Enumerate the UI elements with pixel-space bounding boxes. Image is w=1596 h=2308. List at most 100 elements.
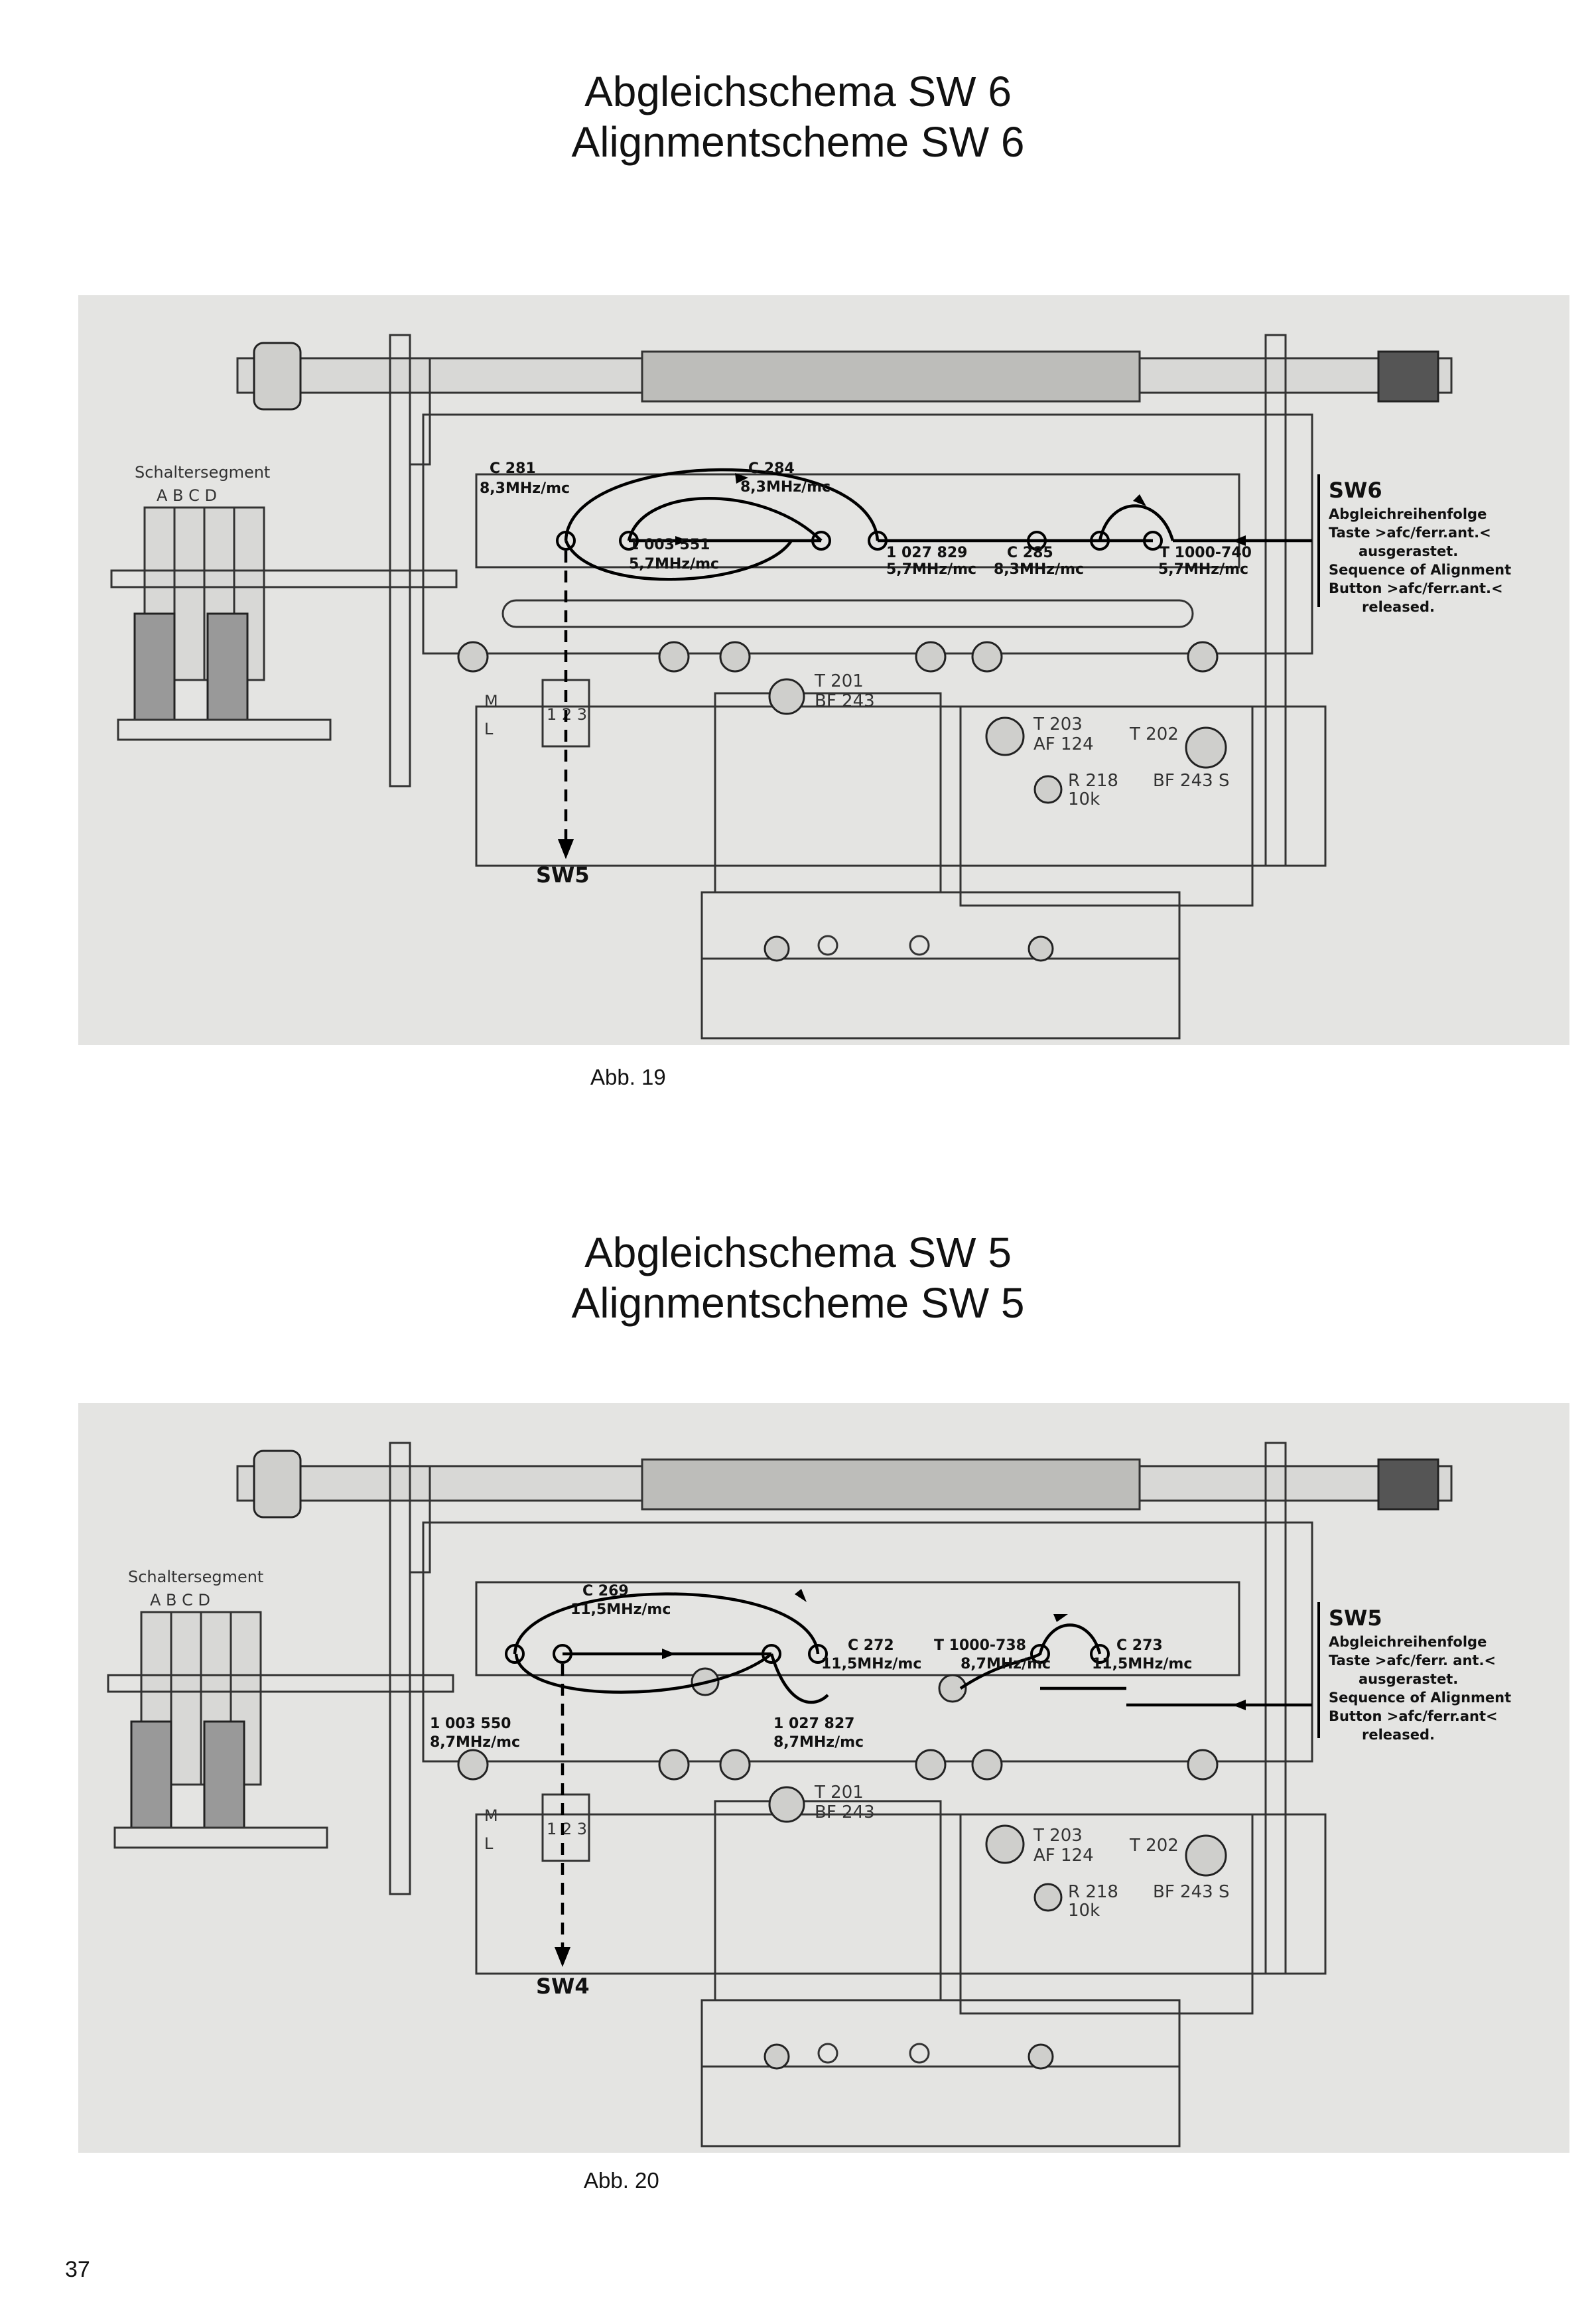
figure2-1027827-freq: 8,7MHz/mc (773, 1734, 864, 1751)
figure1-c284-freq: 8,3MHz/mc (740, 479, 831, 496)
figure2-switch-l: L (484, 1834, 494, 1853)
figure1-screws (457, 641, 1227, 962)
figure1-c285-ref: C 285 (1007, 545, 1053, 561)
figure1-r218-value: 10k (1068, 789, 1100, 809)
figure1-t202-label: T 202 (1129, 724, 1179, 744)
figure1-path-loop-bottom (564, 539, 793, 581)
figure1-title: Abgleichschema SW 6 Alignmentscheme SW 6 (0, 66, 1596, 167)
figure2-title-de: Abgleichschema SW 5 (584, 1229, 1012, 1276)
figure1-alignment-path: SW5 (536, 468, 1312, 888)
figure1-arrow-in (1232, 535, 1246, 546)
figure1-path-loop-inner (627, 497, 823, 542)
figure2-c269-freq: 11,5MHz/mc (570, 1601, 671, 1618)
figure1-t201-type: BF 243 (815, 691, 875, 711)
figure2-path-loop-bottom (514, 1653, 773, 1694)
figure2-legend-head: SW5 (1329, 1605, 1382, 1631)
figure1-path-loop-right (1098, 504, 1175, 541)
figure2-next-band-label: SW4 (536, 1974, 590, 1999)
figure2-alignment-path: SW4 (505, 1589, 1312, 1999)
figure2-t201-transistor (768, 1786, 805, 1823)
figure2-switch-segment: Schaltersegment A B C D (107, 1568, 454, 1849)
figure1-t201-transistor (768, 678, 805, 715)
figure2-1003550-freq: 8,7MHz/mc (430, 1734, 520, 1751)
figure1-ferrite-rod (236, 342, 1453, 466)
figure2-switch-pins: 1 2 3 (547, 1820, 587, 1838)
figure1-t203-label: T 203 (1033, 714, 1083, 734)
figure1-segment-label: Schaltersegment (135, 463, 270, 482)
figure2-c272-freq: 11,5MHz/mc (821, 1656, 921, 1672)
figure1-t1000-740-ref: T 1000-740 (1160, 545, 1252, 561)
figure1-1003551-ref: 1 003 551 (629, 537, 710, 553)
figure2-arrow-in (1232, 1700, 1246, 1710)
figure2-t203-transistor (985, 1824, 1025, 1864)
figure1-1027829-freq: 5,7MHz/mc (886, 561, 976, 578)
figure1-1027829-ref: 1 027 829 (886, 545, 967, 561)
figure1-component-labels: T 201 BF 243 T 203 AF 124 T 202 BF 243 S… (814, 671, 1229, 809)
figure1-next-band-label: SW5 (536, 862, 590, 888)
figure1-t1000-740-freq: 5,7MHz/mc (1158, 561, 1248, 578)
figure2-1003550-ref: 1 003 550 (430, 1716, 511, 1732)
figure2-legend-line1: Abgleichreihenfolge (1329, 1634, 1487, 1650)
figure2-segment-label: Schaltersegment (128, 1568, 263, 1586)
figure2-t203-label: T 203 (1033, 1826, 1083, 1846)
figure2-legend-line5: Button >afc/ferr.ant< (1329, 1708, 1498, 1724)
figure1-photo-background (78, 295, 1569, 1045)
figure1-t203-type: AF 124 (1033, 734, 1094, 754)
figure2-photo-background (78, 1403, 1569, 2153)
figure1-c285-freq: 8,3MHz/mc (994, 561, 1084, 578)
figure2-path-loop-top (513, 1592, 820, 1655)
figure2-point-1003550 (505, 1644, 525, 1664)
figure2-diagram: Schaltersegment A B C D T 201 BF 243 T 2… (78, 1403, 1569, 2153)
figure2-t201-type: BF 243 (815, 1802, 875, 1822)
figure2-t202-transistor (1185, 1834, 1227, 1877)
figure1-1003551-freq: 5,7MHz/mc (629, 556, 719, 573)
figure1-legend-line6: released. (1362, 599, 1435, 615)
figure1-point-c285 (1027, 531, 1047, 551)
figure2-r218-potentiometer (1033, 1883, 1063, 1912)
figure2-legend: SW5 Abgleichreihenfolge Taste >afc/ferr.… (1317, 1602, 1511, 1743)
figure2-t201-label: T 201 (814, 1783, 864, 1802)
figure1-legend-line1: Abgleichreihenfolge (1329, 506, 1487, 522)
figure1-t202-transistor (1185, 726, 1227, 769)
figure2-ferrite-rod (236, 1450, 1453, 1574)
figure1-chassis (389, 334, 1327, 1040)
figure2-legend-line2: Taste >afc/ferr. ant.< (1329, 1653, 1496, 1668)
figure2-t202-label: T 202 (1129, 1836, 1179, 1856)
figure1-legend-head: SW6 (1329, 478, 1382, 503)
figure1-title-de: Abgleichschema SW 6 (584, 68, 1012, 115)
figure2-title: Abgleichschema SW 5 Alignmentscheme SW 5 (0, 1227, 1596, 1328)
figure1-legend-line3: ausgerastet. (1359, 543, 1458, 559)
figure2-title-en: Alignmentscheme SW 5 (571, 1279, 1025, 1327)
figure1-switch-m: M (484, 692, 498, 711)
page-number: 37 (65, 2257, 90, 2282)
figure2-legend-line3: ausgerastet. (1359, 1671, 1458, 1687)
figure2-point-labels: C 269 11,5MHz/mc C 272 11,5MHz/mc T 1000… (430, 1583, 1192, 1751)
figure1-t201-label: T 201 (814, 671, 864, 691)
figure2-segment-letters: A B C D (150, 1591, 210, 1609)
figure2-c269-ref: C 269 (582, 1583, 629, 1599)
figure1-legend-line4: Sequence of Alignment (1329, 562, 1511, 578)
figure2-component-labels: T 201 BF 243 T 203 AF 124 T 202 BF 243 S… (814, 1783, 1229, 1921)
figure1-segment-letters: A B C D (157, 486, 217, 505)
figure2-c273-freq: 11,5MHz/mc (1092, 1656, 1192, 1672)
figure1-r218-potentiometer (1033, 775, 1063, 804)
figure1-r218-label: R 218 (1068, 771, 1118, 791)
figure2-t1000-738-ref: T 1000-738 (934, 1637, 1026, 1654)
figure2-t1000-738-freq: 8,7MHz/mc (961, 1656, 1051, 1672)
figure2-switch-m: M (484, 1806, 498, 1825)
figure1-c281-ref: C 281 (490, 460, 536, 477)
figure2-chassis (389, 1442, 1327, 2147)
figure2-legend-line6: released. (1362, 1727, 1435, 1743)
figure1-c281-freq: 8,3MHz/mc (480, 480, 570, 497)
figure2-c273-ref: C 273 (1116, 1637, 1163, 1654)
figure1-point-1027829 (868, 531, 888, 551)
figure1-diagram: Schaltersegment A B C D T 201 BF 243 T 2… (78, 295, 1569, 1045)
figure1-path-loop-top (564, 468, 880, 541)
figure1-point-labels: C 281 8,3MHz/mc C 284 8,3MHz/mc 1 003 55… (480, 460, 1252, 578)
figure1-point-c281 (556, 531, 576, 551)
figure2-caption: Abb. 20 (584, 2168, 659, 2193)
figure2-point-c273 (1090, 1644, 1110, 1664)
figure1-legend-line2: Taste >afc/ferr.ant.< (1329, 525, 1491, 541)
figure1-t202-type: BF 243 S (1153, 771, 1229, 791)
figure1-caption: Abb. 19 (590, 1065, 666, 1089)
